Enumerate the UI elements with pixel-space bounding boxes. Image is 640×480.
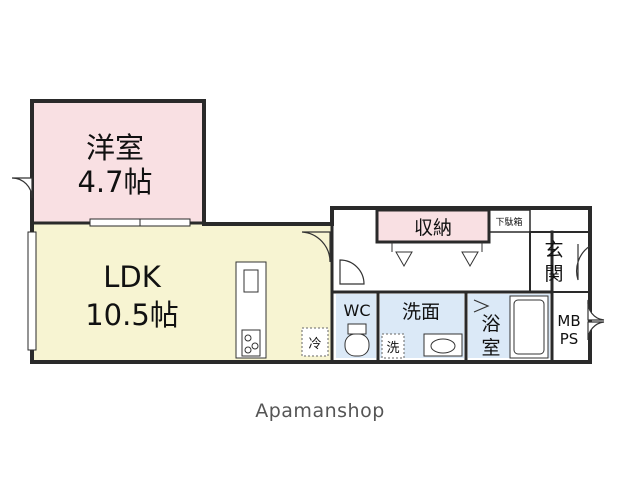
washer-space <box>381 333 405 359</box>
kitchen-counter <box>235 261 267 359</box>
wc-label: WC <box>344 301 371 320</box>
windows <box>27 218 191 351</box>
storage-fill <box>378 211 488 241</box>
mbps-label-2: PS <box>560 330 579 348</box>
bath-label-2: 室 <box>481 337 500 359</box>
storage-marks <box>391 242 483 268</box>
toilet-fixture <box>344 323 370 357</box>
ldk-name: LDK <box>103 260 161 294</box>
watermark: Apamanshop <box>255 400 385 422</box>
fridge-space <box>301 327 329 357</box>
western-room-name: 洋室 <box>86 131 144 165</box>
ldk-size: 10.5帖 <box>85 298 179 332</box>
storage-label: 収納 <box>414 217 452 239</box>
ldk-room-fill <box>34 222 332 360</box>
entrance-label-1: 玄 <box>544 239 563 261</box>
washer-label: 洗 <box>386 341 399 356</box>
bath-label-1: 浴 <box>481 313 500 335</box>
wash-basin <box>423 333 463 357</box>
washroom-label: 洗面 <box>402 301 440 323</box>
shoe-cabinet-label: 下駄箱 <box>495 216 522 228</box>
bathtub <box>509 295 549 359</box>
mbps-label-1: MB <box>557 312 580 330</box>
entrance-label-2: 関 <box>544 263 563 285</box>
doors <box>11 177 605 341</box>
fridge-label: 冷 <box>308 337 321 352</box>
western-room-size: 4.7帖 <box>77 165 152 199</box>
western-room-fill <box>34 103 202 222</box>
